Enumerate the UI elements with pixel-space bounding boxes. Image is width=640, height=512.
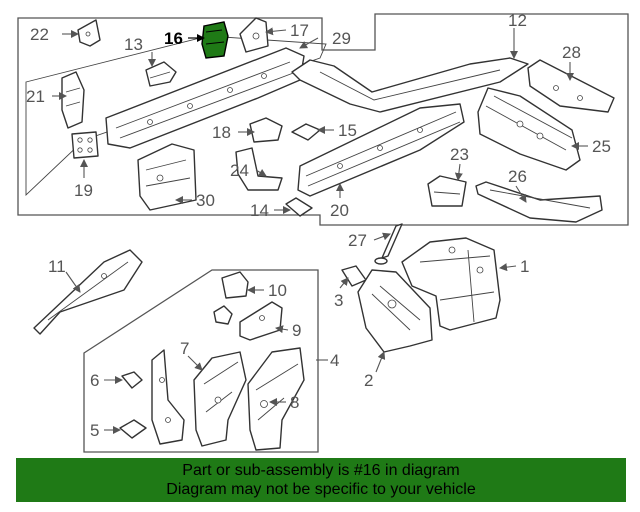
- part-6[interactable]: [121, 371, 143, 389]
- parts-diagram: 22 13 16 17 29 12 28 21 18 15 25 23 24 2…: [17, 11, 629, 453]
- callout-12: 12: [508, 11, 527, 30]
- part-23[interactable]: [427, 175, 467, 207]
- part-2[interactable]: [357, 269, 433, 353]
- callout-30: 30: [196, 191, 215, 210]
- callout-5: 5: [90, 421, 99, 440]
- part-30[interactable]: [137, 143, 197, 211]
- callout-13: 13: [124, 35, 143, 54]
- callout-18: 18: [212, 123, 231, 142]
- part-24[interactable]: [235, 147, 283, 191]
- banner-line-1: Part or sub-assembly is #16 in diagram: [182, 462, 460, 479]
- callout-2: 2: [364, 371, 373, 390]
- callout-9: 9: [292, 321, 301, 340]
- callout-10: 10: [268, 281, 287, 300]
- callout-15: 15: [338, 121, 357, 140]
- part-27[interactable]: [374, 223, 403, 265]
- part-5[interactable]: [119, 419, 147, 439]
- part-18[interactable]: [249, 117, 283, 143]
- callout-24: 24: [230, 161, 249, 180]
- part-25[interactable]: [477, 87, 581, 171]
- part-26[interactable]: [475, 181, 603, 223]
- callout-21: 21: [26, 87, 45, 106]
- part-7[interactable]: [193, 351, 247, 447]
- callout-26: 26: [508, 167, 527, 186]
- callout-7: 7: [180, 339, 189, 358]
- callout-4: 4: [330, 351, 339, 370]
- banner-line-2: Diagram may not be specific to your vehi…: [166, 481, 476, 498]
- part-28[interactable]: [527, 59, 615, 113]
- part-16-highlighted[interactable]: [201, 21, 229, 59]
- part-3[interactable]: [341, 265, 367, 287]
- part-20[interactable]: [297, 103, 465, 197]
- callout-14: 14: [250, 201, 269, 220]
- info-banner: Part or sub-assembly is #16 in diagram D…: [16, 458, 626, 502]
- callout-6: 6: [90, 371, 99, 390]
- callout-23: 23: [450, 145, 469, 164]
- part-19[interactable]: [71, 131, 99, 159]
- callout-28: 28: [562, 43, 581, 62]
- callout-1: 1: [520, 257, 529, 276]
- callout-29: 29: [332, 29, 351, 48]
- part-14[interactable]: [285, 197, 313, 217]
- callout-8: 8: [290, 393, 299, 412]
- callout-20: 20: [330, 201, 349, 220]
- part-1[interactable]: [401, 237, 501, 331]
- part-12[interactable]: [291, 57, 529, 113]
- callout-27: 27: [348, 231, 367, 250]
- part-13[interactable]: [145, 61, 177, 87]
- callout-16: 16: [164, 29, 183, 48]
- part-22[interactable]: [77, 19, 101, 47]
- part-11[interactable]: [33, 249, 143, 335]
- callout-17: 17: [290, 21, 309, 40]
- callout-11: 11: [48, 257, 66, 276]
- part-4-inner-pillar[interactable]: [151, 349, 185, 445]
- callout-22: 22: [30, 25, 49, 44]
- part-21[interactable]: [61, 71, 85, 129]
- callout-3: 3: [334, 291, 343, 310]
- callout-19: 19: [74, 181, 93, 200]
- callout-25: 25: [592, 137, 611, 156]
- part-29[interactable]: [105, 47, 305, 149]
